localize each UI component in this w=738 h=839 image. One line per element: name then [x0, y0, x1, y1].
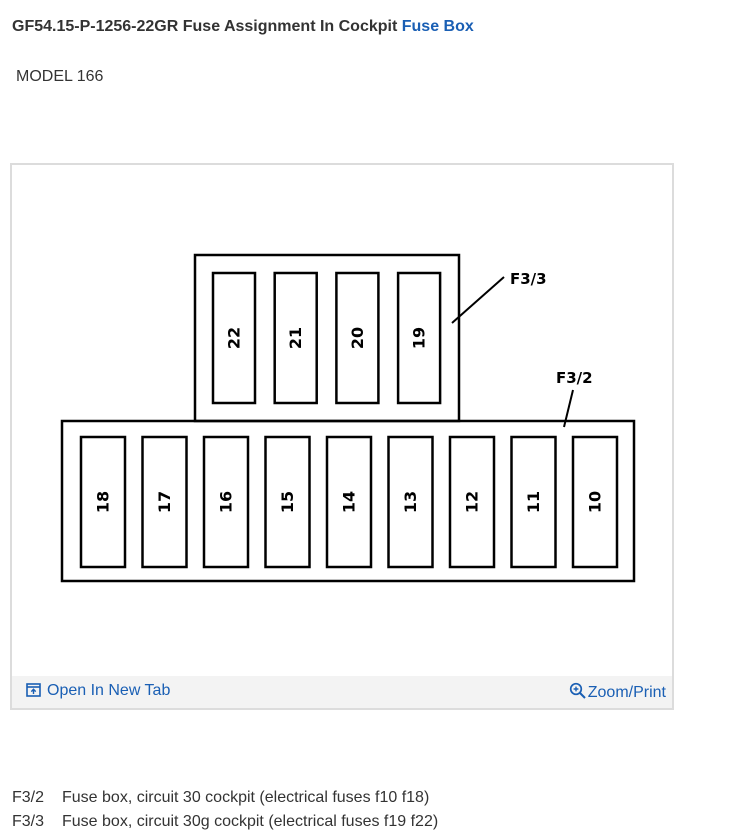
legend-text: Fuse box, circuit 30g cockpit (electrica…	[62, 813, 439, 830]
fuse-number-12: 12	[463, 491, 482, 513]
fuse-number-11: 11	[524, 491, 543, 513]
legend-row-f3-3: F3/3 Fuse box, circuit 30g cockpit (elect…	[12, 812, 438, 836]
fuse-number-18: 18	[94, 491, 113, 513]
fuse-number-10: 10	[586, 491, 605, 513]
legend-code: F3/2	[12, 789, 45, 806]
fuse-slot-13	[387, 435, 434, 569]
fuse-slot-11	[510, 435, 557, 569]
open-in-new-tab-button[interactable]: Open In New Tab	[26, 682, 170, 700]
fuse-box-f3-2-housing	[60, 419, 636, 583]
fuse-slot-15	[264, 435, 311, 569]
f3-3-leader-line	[451, 276, 505, 324]
page-title-text: GF54.15-P-1256-22GR Fuse Assignment In C…	[12, 18, 398, 35]
fuse-number-15: 15	[278, 491, 297, 513]
open-in-new-tab-label: Open In New Tab	[47, 682, 171, 699]
f3-2-leader-line	[563, 389, 574, 428]
page-title: GF54.15-P-1256-22GR Fuse Assignment In C…	[12, 18, 474, 36]
fuse-slot-17	[141, 435, 188, 569]
legend: F3/2 Fuse box, circuit 30 cockpit (electr…	[12, 788, 438, 836]
fuse-slot-21	[273, 271, 318, 405]
fuse-number-14: 14	[340, 491, 359, 513]
open-in-new-tab-icon	[26, 683, 41, 697]
zoom-icon	[569, 682, 586, 699]
fuse-slot-12	[448, 435, 496, 569]
fuse-slot-19	[396, 271, 442, 405]
fuse-number-13: 13	[401, 491, 420, 513]
model-label: MODEL 166	[16, 68, 104, 85]
zoom-print-label: Zoom/Print	[587, 684, 666, 701]
fuse-number-22: 22	[225, 327, 244, 349]
fuse-slot-16	[202, 435, 250, 569]
fuse-number-21: 21	[286, 327, 305, 349]
zoom-print-button[interactable]: Zoom/Print	[569, 682, 666, 702]
fuse-slot-14	[325, 435, 373, 569]
legend-code: F3/3	[12, 813, 45, 830]
fuse-slot-22	[211, 271, 257, 405]
fuse-number-19: 19	[410, 327, 429, 349]
fuse-slot-18	[79, 435, 127, 569]
f3-3-callout-label: F3/3	[510, 270, 547, 288]
legend-text: Fuse box, circuit 30 cockpit (electrical…	[62, 789, 430, 806]
fuse-slot-20	[335, 271, 380, 405]
legend-row-f3-2: F3/2 Fuse box, circuit 30 cockpit (electr…	[12, 788, 438, 812]
fuse-box-diagram: 22 21 20 19 18 17 16 15 14 13 12 11 10 F3/3 F3/2	[60, 253, 636, 583]
fuse-slot-10	[571, 435, 619, 569]
fuse-number-17: 17	[155, 491, 174, 513]
f3-2-callout-label: F3/2	[556, 369, 593, 387]
fuse-number-16: 16	[217, 491, 236, 513]
fuse-number-20: 20	[348, 327, 367, 349]
figure-frame: 22 21 20 19 18 17 16 15 14 13 12 11 10 F3/3 F3/2 Op…	[10, 163, 674, 710]
figure-toolbar: Open In New Tab Zoom/Print	[12, 676, 672, 708]
fuse-box-link[interactable]: Fuse Box	[401, 18, 474, 35]
